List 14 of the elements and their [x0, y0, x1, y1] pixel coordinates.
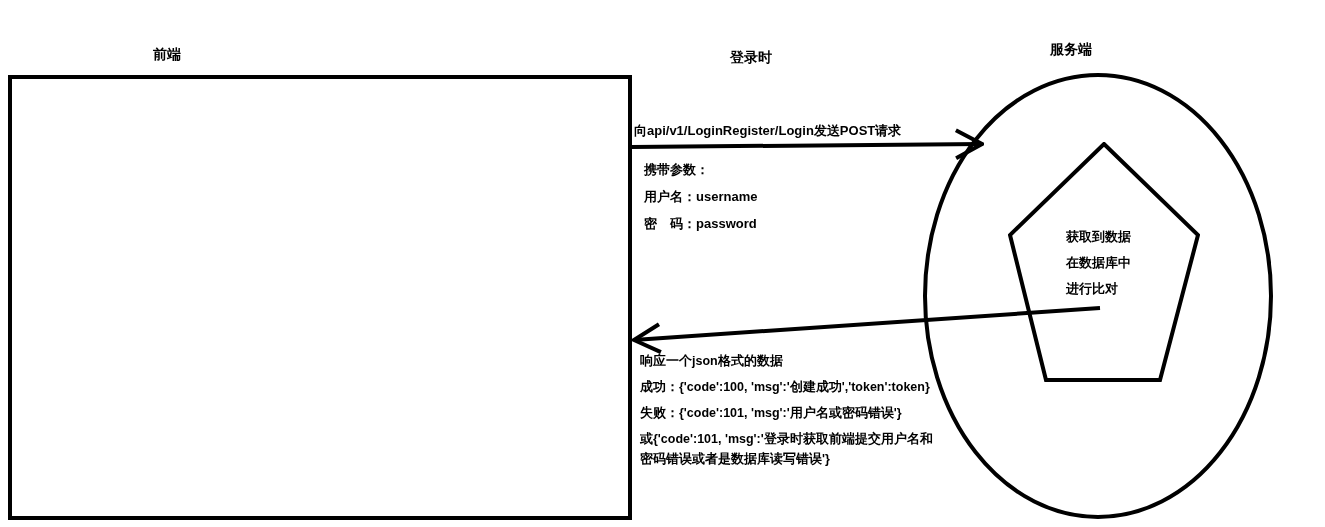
parameter-text: 用户名：username	[644, 188, 758, 206]
edge-label: 向api/v1/LoginRegister/Login发送POST请求	[634, 121, 902, 141]
node-heading: 前端	[153, 45, 181, 64]
response-text: 成功：{'code':100, 'msg':'创建成功','token':token}	[640, 379, 931, 396]
parameter-text: 携带参数：	[644, 161, 710, 179]
response-text: 或{'code':101, 'msg':'登录时获取前端提交用户名和密码错误或者是数据库读写错误'}	[640, 430, 934, 468]
response-text: 响应一个json格式的数据	[640, 352, 784, 370]
phase-label: 登录时	[730, 48, 772, 67]
process-text: 获取到数据在数据库中进行比对	[1066, 229, 1131, 298]
response-text: 失败：{'code':101, 'msg':'用户名或密码错误'}	[640, 405, 903, 422]
node-heading: 服务端	[1050, 40, 1092, 59]
arrow	[632, 128, 984, 161]
arrow	[632, 306, 1101, 355]
parameter-text: 密 码：password	[644, 215, 758, 233]
